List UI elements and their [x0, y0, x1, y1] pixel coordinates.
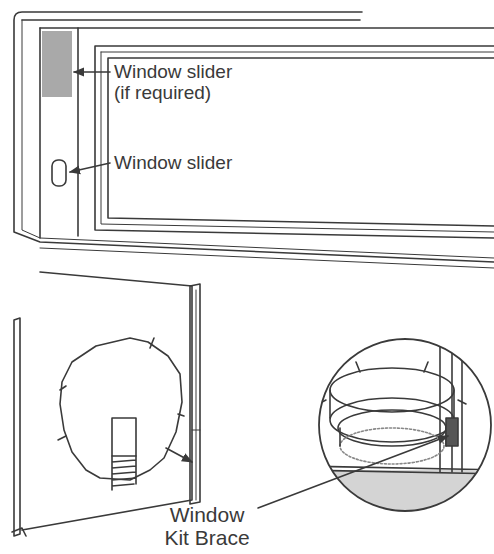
window-kit-panel: [12, 272, 200, 536]
leader-line: [166, 448, 192, 462]
part-label: Window slider: [114, 153, 274, 174]
leader-line: [74, 71, 110, 73]
detail-inset: [258, 320, 494, 530]
leader-line: [70, 163, 110, 172]
part-label: Window Kit Brace: [158, 504, 256, 549]
window-slider: [52, 160, 66, 186]
leader-line: [258, 436, 448, 508]
part-label: Window slider (if required): [114, 62, 250, 103]
slider-block: [42, 31, 72, 97]
window-frame: [14, 12, 494, 268]
